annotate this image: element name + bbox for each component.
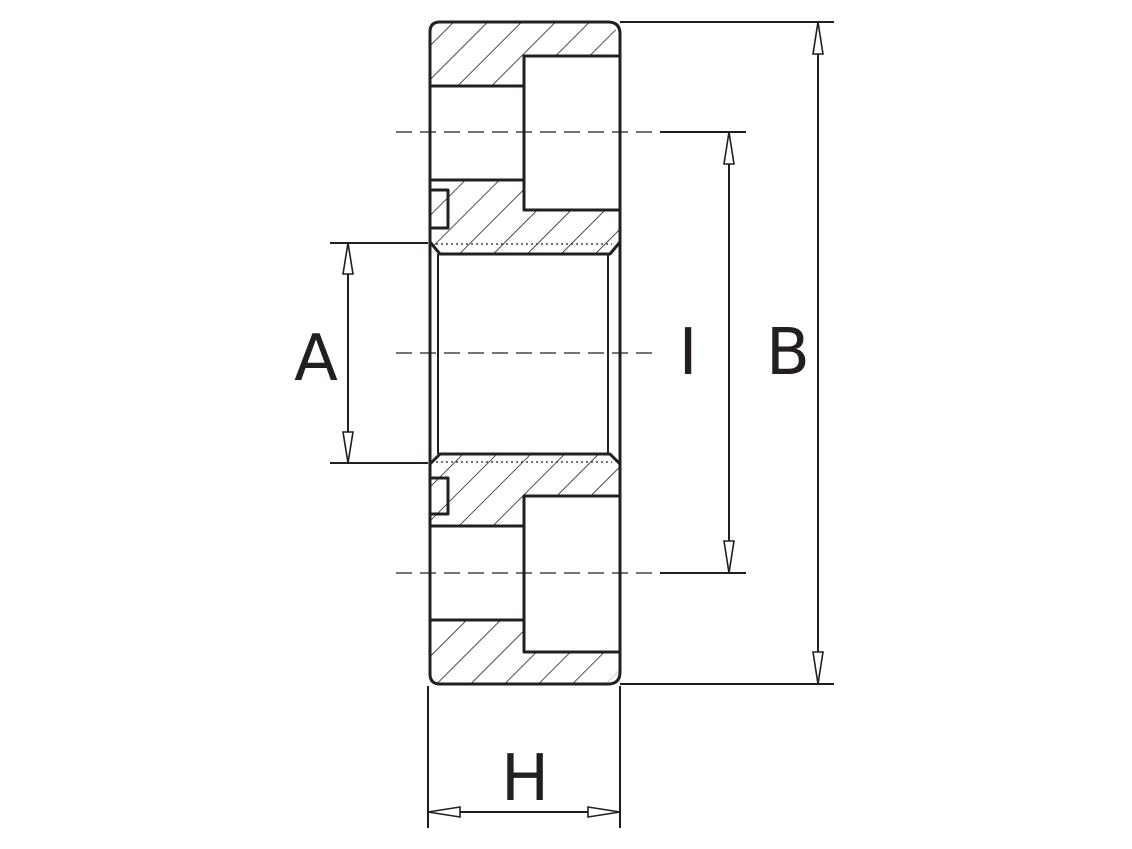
central-bore xyxy=(428,241,622,466)
dimension-b-label: B xyxy=(766,316,810,390)
upper-setscrew-recess xyxy=(428,188,450,230)
dimension-a: A xyxy=(294,242,428,464)
dimension-a-label: A xyxy=(294,322,338,396)
body-outline xyxy=(428,20,622,686)
dimension-b: B xyxy=(620,21,834,685)
dimension-h: H xyxy=(427,686,621,828)
dimension-i-label: I xyxy=(679,316,698,390)
lower-setscrew-recess xyxy=(428,476,450,516)
lower-bolt-hole xyxy=(430,494,620,654)
center-lines xyxy=(396,131,656,574)
dimension-i: I xyxy=(660,131,746,574)
dimension-h-label: H xyxy=(501,742,549,816)
upper-bolt-hole xyxy=(430,54,620,212)
